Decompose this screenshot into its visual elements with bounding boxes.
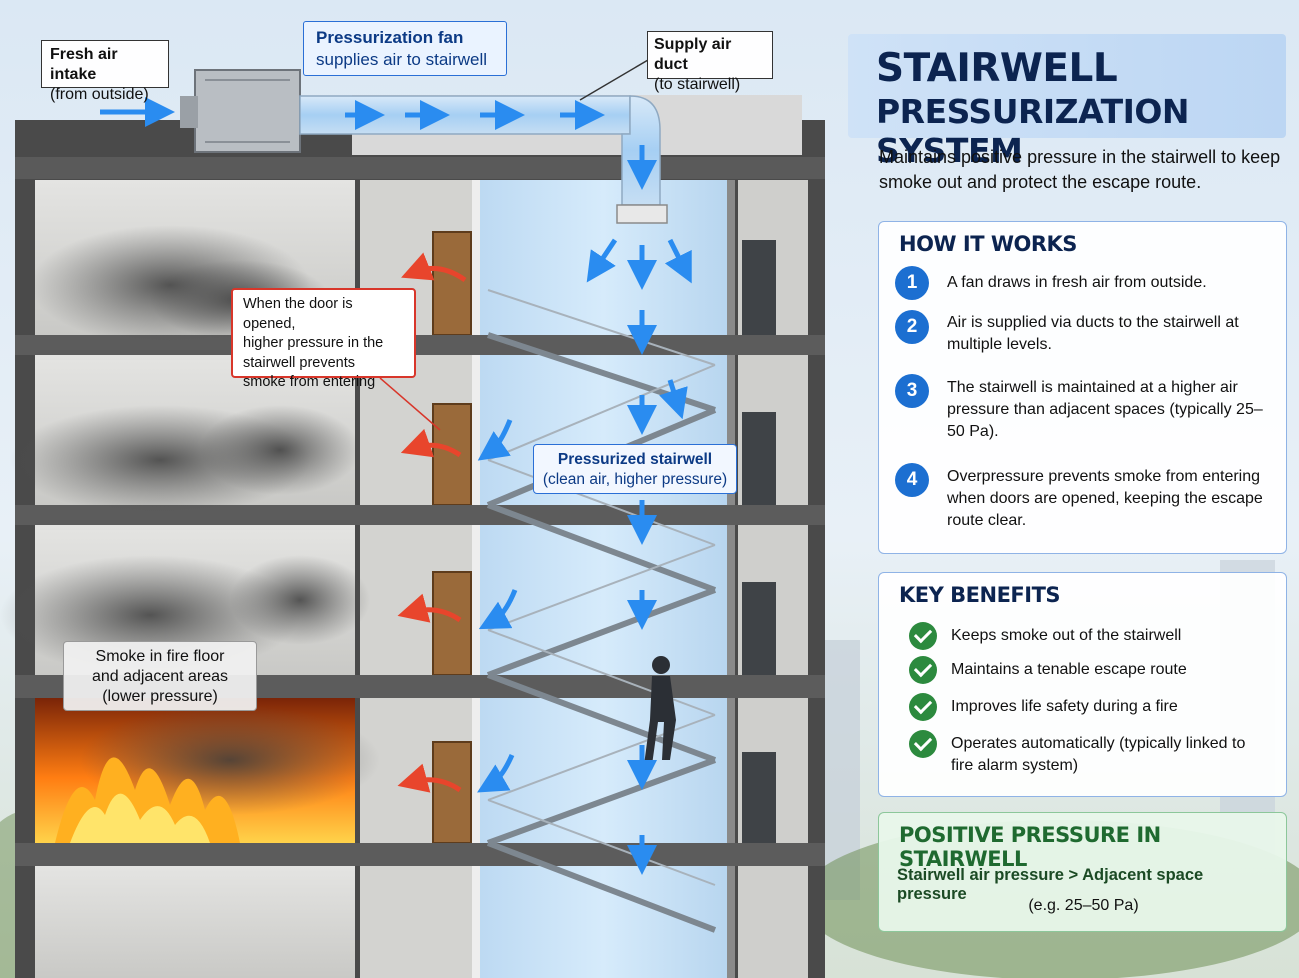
step-3-number: 3	[895, 374, 929, 408]
step-3-text: The stairwell is maintained at a higher …	[947, 379, 1263, 440]
duct-note: (to stairwell)	[654, 76, 741, 93]
smoke-title-1: Smoke in fire floor	[95, 648, 225, 665]
benefit-3: Improves life safety during a fire	[951, 698, 1178, 715]
positive-pressure-panel: POSITIVE PRESSURE IN STAIRWELL Stairwell…	[878, 812, 1287, 932]
benefit-2: Maintains a tenable escape route	[951, 661, 1187, 678]
fresh-air-note: (from outside)	[50, 86, 149, 103]
step-4-number: 4	[895, 463, 929, 497]
fresh-air-title: Fresh air intake	[50, 46, 118, 83]
smoke-leak-arrow-icon	[397, 252, 467, 793]
pressure-relation-symbol: >	[1068, 866, 1079, 884]
check-icon	[909, 730, 937, 758]
pressure-relation-right: Adjacent space pressure	[897, 866, 1204, 903]
step-1-number: 1	[895, 266, 929, 300]
door-floor-1	[432, 741, 472, 844]
room-floor-0	[35, 866, 355, 978]
step-2-number: 2	[895, 310, 929, 344]
how-it-works-heading: HOW IT WORKS	[899, 232, 1077, 256]
stairwell-note: (clean air, higher pressure)	[542, 471, 728, 488]
fan-unit-icon	[180, 69, 301, 153]
supply-air-arrow-icon	[100, 97, 692, 875]
door-note-3: stairwell prevents	[243, 354, 356, 371]
title-line-2: PRESSURIZATION SYSTEM	[876, 92, 1190, 170]
roof-slab	[15, 157, 825, 179]
door-callout: When the door is opened, higher pressure…	[231, 288, 416, 390]
supply-diffuser	[616, 204, 668, 224]
pressure-relation-left: Stairwell air pressure	[897, 866, 1064, 884]
pressure-relation: Stairwell air pressure > Adjacent space …	[897, 866, 1277, 904]
door-floor-3	[432, 403, 472, 506]
door-note-4: smoke from entering	[243, 374, 376, 390]
duct-title: Supply air duct	[654, 36, 732, 73]
step-4-text: Overpressure prevents smoke from enterin…	[947, 468, 1263, 529]
subtitle: Maintains positive pressure in the stair…	[879, 147, 1281, 192]
stairwell-callout: Pressurized stairwell (clean air, higher…	[533, 444, 737, 494]
fan-note: supplies air to stairwell	[316, 50, 488, 69]
duct-callout: Supply air duct (to stairwell)	[647, 31, 773, 93]
smoke-callout: Smoke in fire floor and adjacent areas (…	[63, 641, 257, 711]
step-1-text: A fan draws in fresh air from outside.	[947, 274, 1207, 291]
key-benefits-heading: KEY BENEFITS	[899, 583, 1061, 607]
positive-pressure-heading: POSITIVE PRESSURE IN STAIRWELL	[899, 823, 1161, 871]
check-icon	[909, 622, 937, 650]
door-floor-2	[432, 571, 472, 676]
check-icon	[909, 656, 937, 684]
benefit-1: Keeps smoke out of the stairwell	[951, 627, 1182, 644]
fresh-air-callout: Fresh air intake (from outside)	[41, 40, 169, 103]
key-benefits-panel: KEY BENEFITS Keeps smoke out of the stai…	[878, 572, 1287, 797]
stairwell-title: Pressurized stairwell	[557, 451, 713, 468]
smoke-note: (lower pressure)	[102, 688, 218, 705]
door-note-1: When the door is opened,	[243, 296, 353, 332]
fan-title: Pressurization fan	[316, 28, 464, 47]
fire-icon	[55, 757, 240, 843]
title-line-1: STAIRWELL	[876, 46, 1118, 91]
check-icon	[909, 693, 937, 721]
benefit-4: Operates automatically (typically linked…	[951, 735, 1246, 774]
pressure-example: (e.g. 25–50 Pa)	[1028, 897, 1139, 914]
how-it-works-panel: HOW IT WORKS 1 A fan draws in fresh air …	[878, 221, 1287, 554]
smoke-title-2: and adjacent areas	[91, 668, 229, 685]
door-note-2: higher pressure in the	[243, 335, 384, 351]
person-icon	[644, 656, 676, 765]
step-2-text: Air is supplied via ducts to the stairwe…	[947, 314, 1239, 353]
fan-callout: Pressurization fan supplies air to stair…	[303, 21, 507, 76]
door-floor-4	[432, 231, 472, 336]
title-banner: STAIRWELL PRESSURIZATION SYSTEM	[848, 34, 1286, 170]
